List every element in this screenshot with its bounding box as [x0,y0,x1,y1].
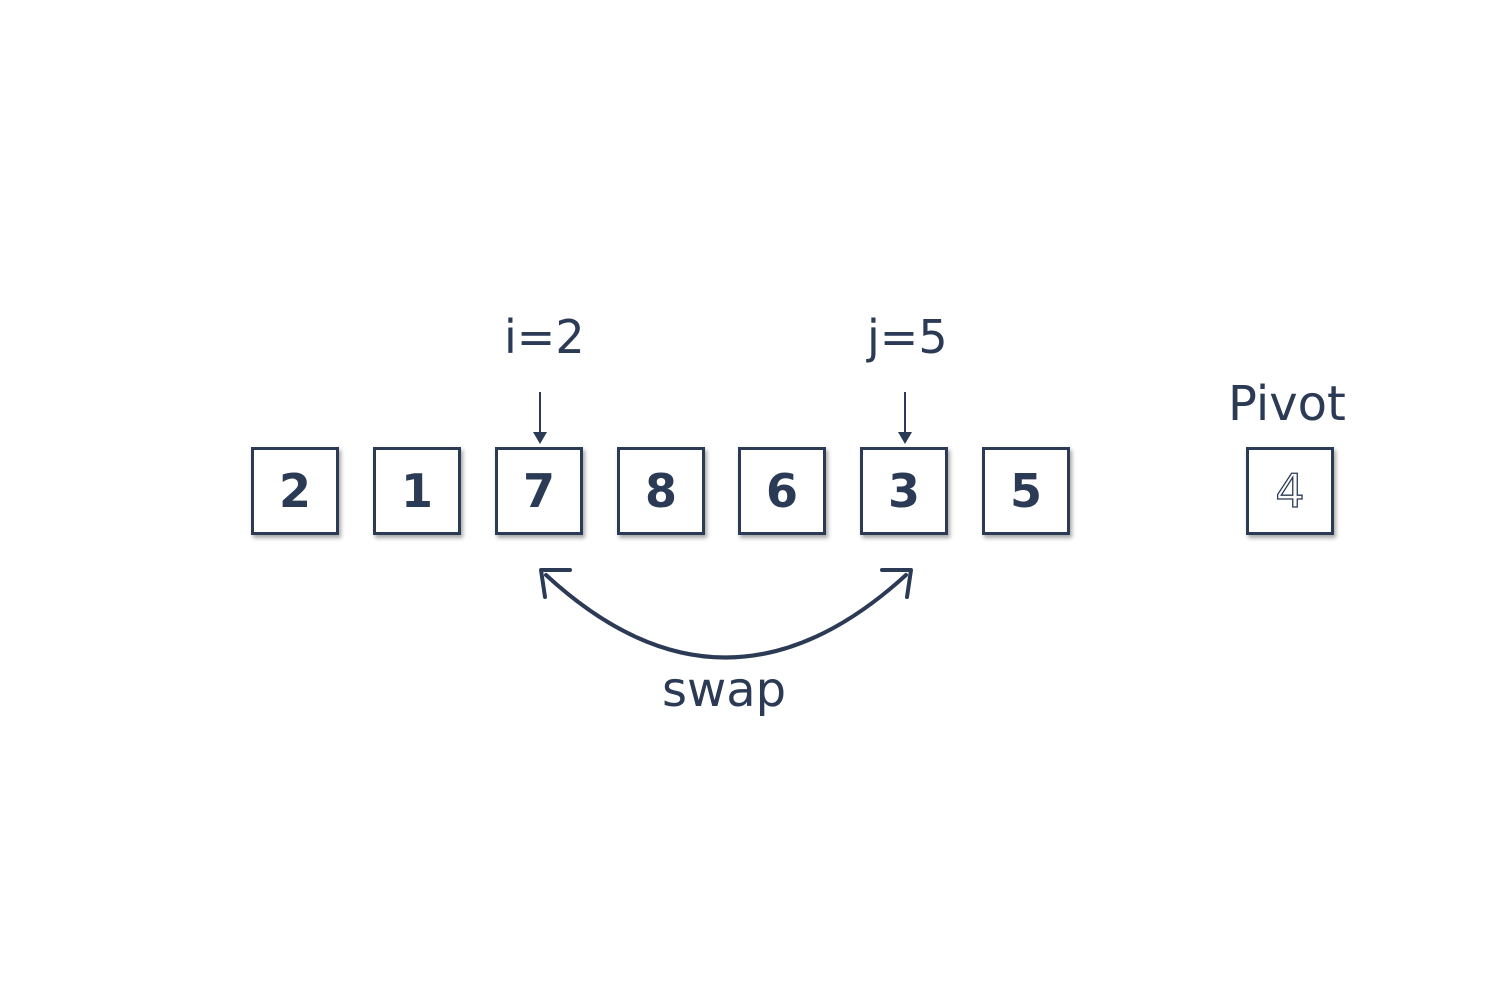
double-headed-curved-arrow-icon [539,568,913,660]
pointer-label-i: i=2 [504,310,585,364]
array-cell-3: 8 [617,447,705,535]
swap-label: swap [662,662,787,718]
pivot-cell: 4 [1246,447,1334,535]
down-arrow-icon [533,392,547,444]
array-cell-5: 3 [860,447,948,535]
array-cell-6: 5 [982,447,1070,535]
pivot-label: Pivot [1228,376,1346,432]
down-arrow-icon [898,392,912,444]
array-cell-1: 1 [373,447,461,535]
array-cell-4: 6 [738,447,826,535]
pointer-label-j: j=5 [867,310,948,364]
array-cell-0: 2 [251,447,339,535]
array-cell-2: 7 [495,447,583,535]
